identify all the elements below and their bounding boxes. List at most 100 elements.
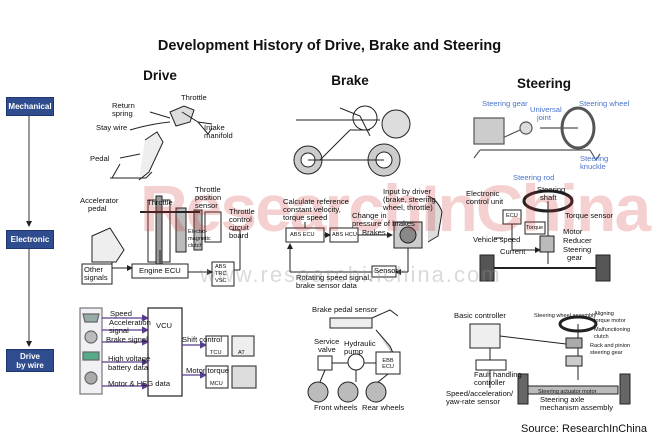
label-intake-2: manifold [204, 131, 233, 140]
label-trc: TRC [215, 271, 227, 277]
label-accelerator-1: Accelerator [80, 196, 119, 205]
stage-label-dbw-line2: by wire [16, 360, 44, 370]
drive-electronic-illustration [81, 195, 241, 287]
label-other-signals-2: signals [84, 273, 108, 282]
steering-electronic-illustration [479, 189, 611, 282]
label-hydraulic-1: Hydraulic [344, 339, 376, 348]
label-rack-pinion-2: steering gear [590, 350, 623, 356]
label-mcu: MCU [210, 381, 223, 387]
label-intake-1: Intake [204, 123, 225, 132]
label-steering-gear-e-1: Steering [563, 245, 592, 254]
label-ecu-box: ECU [506, 213, 518, 219]
label-ecu-1: Electronic [466, 189, 500, 198]
brake-electronic-illustration [285, 195, 443, 278]
stage-label-dbw-line1: Drive [19, 351, 40, 361]
watermark-logo: ResearchInChina [140, 171, 651, 245]
label-tcb-2: control [229, 215, 252, 224]
label-steering-knuckle-1: Steering [580, 154, 609, 163]
label-change-1: Change in [352, 211, 387, 220]
label-motor: Motor [563, 227, 583, 236]
label-tps-3: sensor [195, 201, 218, 210]
label-acceleration-1: Acceleration [109, 318, 151, 327]
column-header-steering: Steering [516, 76, 571, 91]
label-steering-shaft-1: Steering [537, 185, 566, 194]
label-torque-box: Torque [526, 225, 544, 231]
label-calc-1: Calculate reference [283, 197, 349, 206]
label-speed-sensor-1: Speed/acceleration/ [446, 389, 514, 398]
label-tps-1: Throttle [195, 185, 221, 194]
label-front-wheels: Front wheels [314, 403, 358, 412]
label-axle-1: Steering axle [540, 395, 585, 404]
label-throttle: Throttle [181, 93, 207, 102]
label-steering-shaft-2: shaft [540, 193, 557, 202]
label-accelerator-2: pedal [88, 204, 107, 213]
watermark-url: www.researchinchina.com [200, 262, 502, 287]
label-current: Current [500, 247, 526, 256]
label-calc-2: constant velocity, [283, 205, 341, 214]
page-title: Development History of Drive, Brake and … [157, 38, 502, 54]
drive-dbw-illustration [79, 307, 257, 397]
steering-mechanical-illustration [473, 106, 601, 162]
label-fault-1: Fault handling [474, 370, 522, 379]
column-header-brake: Brake [331, 73, 369, 88]
label-abs-ecu: ABS ECU [290, 232, 315, 238]
label-aligning-1: Aligning [594, 311, 614, 317]
label-axle-2: mechanism assembly [540, 403, 614, 412]
label-return-spring-1: Return [112, 101, 135, 110]
label-malfunction-1: Malfunctioning [594, 327, 631, 333]
label-clutch-1: Electro- [188, 229, 208, 235]
column-header-drive: Drive [143, 68, 177, 83]
label-basic-controller: Basic controller [454, 311, 506, 320]
label-abs: ABS [215, 264, 227, 270]
source-caption: Source: ResearchInChina [521, 423, 647, 435]
label-motor-hsg: Motor & HSG data [108, 379, 171, 388]
brake-dbw-illustration [307, 309, 401, 403]
label-sensor: Sensor [374, 266, 399, 275]
label-ebb-ecu: EBB ECU [382, 358, 394, 370]
label-tcu: TCU [210, 350, 222, 356]
label-tcb-1: Throttle [229, 207, 255, 216]
stage-label-drive-by-wire: Drive by wire [6, 349, 54, 372]
label-service-1: Service [314, 337, 340, 346]
label-malfunction-2: clutch [594, 334, 609, 340]
label-steering-knuckle-2: knuckle [580, 162, 606, 171]
label-speed-sensor-2: yaw-rate sensor [446, 397, 501, 406]
label-input-3: wheel, throttle) [383, 203, 433, 212]
label-vehicle-speed: Vehicle speed [473, 235, 521, 244]
label-universal-joint-1: Universal [530, 105, 562, 114]
label-hydraulic-2: pump [344, 347, 363, 356]
label-motor-torque: Motor torque [186, 366, 230, 375]
label-actuator-motor: Steering actuator motor [538, 389, 597, 395]
label-input-2: (brake, steering [383, 195, 436, 204]
label-wheel-assembly: Steering wheel assembly [534, 313, 597, 319]
label-service-2: valve [318, 345, 336, 354]
label-fault-2: controller [474, 378, 506, 387]
label-brake-pedal-sensor: Brake pedal sensor [312, 305, 378, 314]
label-return-spring-2: spring [112, 109, 133, 118]
label-at: AT [238, 350, 245, 356]
label-rotating-2: brake sensor data [296, 281, 357, 290]
label-rack-pinion-1: Rack and pinion [590, 343, 631, 349]
label-acceleration-2: signal [109, 326, 129, 335]
label-clutch-3: clutch [188, 243, 203, 249]
label-change-2: pressure of brakes [352, 219, 415, 228]
label-tcb-4: board [229, 231, 249, 240]
label-universal-joint-2: joint [537, 113, 551, 122]
label-reducer: Reducer [563, 236, 592, 245]
label-steering-gear: Steering gear [482, 99, 528, 108]
label-high-voltage-2: battery data [108, 363, 149, 372]
label-rotating-1: Rotating speed signal, [296, 273, 372, 282]
brake-mechanical-illustration [293, 105, 411, 177]
label-torque-sensor: Torque sensor [565, 211, 614, 220]
label-tps-2: position [195, 193, 222, 202]
label-high-voltage-1: High voltage [108, 354, 151, 363]
label-shift-control: Shift control [182, 335, 223, 344]
label-input-1: Input by driver [383, 187, 432, 196]
label-vcu: VCU [156, 321, 173, 330]
label-steering-gear-e-2: gear [567, 253, 583, 262]
label-clutch-2: magnetic [188, 236, 211, 242]
label-rear-wheels: Rear wheels [362, 403, 405, 412]
label-steering-rod: Steering rod [513, 173, 555, 182]
label-brakes: Brakes [362, 228, 386, 237]
